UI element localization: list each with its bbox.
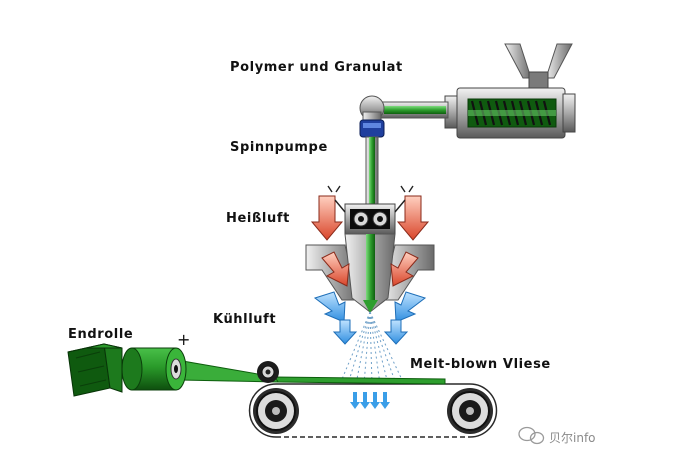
watermark-text: 贝尔info xyxy=(549,431,596,445)
label-melt-blown-vliese: Melt-blown Vliese xyxy=(410,357,551,372)
spin-pump xyxy=(359,119,385,138)
fiber-spray xyxy=(339,311,405,385)
label-endrolle: Endrolle xyxy=(68,327,134,342)
hot-air-lines xyxy=(327,185,414,213)
metering-pump xyxy=(344,203,396,235)
suction-arrows xyxy=(350,392,390,409)
label-plus: + xyxy=(177,330,192,349)
label-heissluft: Heißluft xyxy=(226,211,290,226)
die-head xyxy=(305,233,435,313)
label-polymer-granulat: Polymer und Granulat xyxy=(230,60,403,75)
label-spinnpumpe: Spinnpumpe xyxy=(230,140,328,155)
belt-roller-left xyxy=(253,388,299,434)
extruder xyxy=(444,87,576,139)
collector-belt xyxy=(248,383,498,438)
belt-roller-right xyxy=(447,388,493,434)
end-roll xyxy=(67,343,123,397)
feed-pipe xyxy=(359,95,449,127)
polymer-pipe xyxy=(365,136,379,210)
wechat-icon xyxy=(518,426,545,445)
winding-roll xyxy=(121,347,187,391)
cool-air-arrows xyxy=(313,291,427,345)
hot-air-arrows xyxy=(310,195,430,287)
fabric-web xyxy=(163,357,446,385)
label-kuehlluft: Kühlluft xyxy=(213,312,277,327)
nip-roller xyxy=(257,361,279,383)
hopper xyxy=(504,43,573,95)
